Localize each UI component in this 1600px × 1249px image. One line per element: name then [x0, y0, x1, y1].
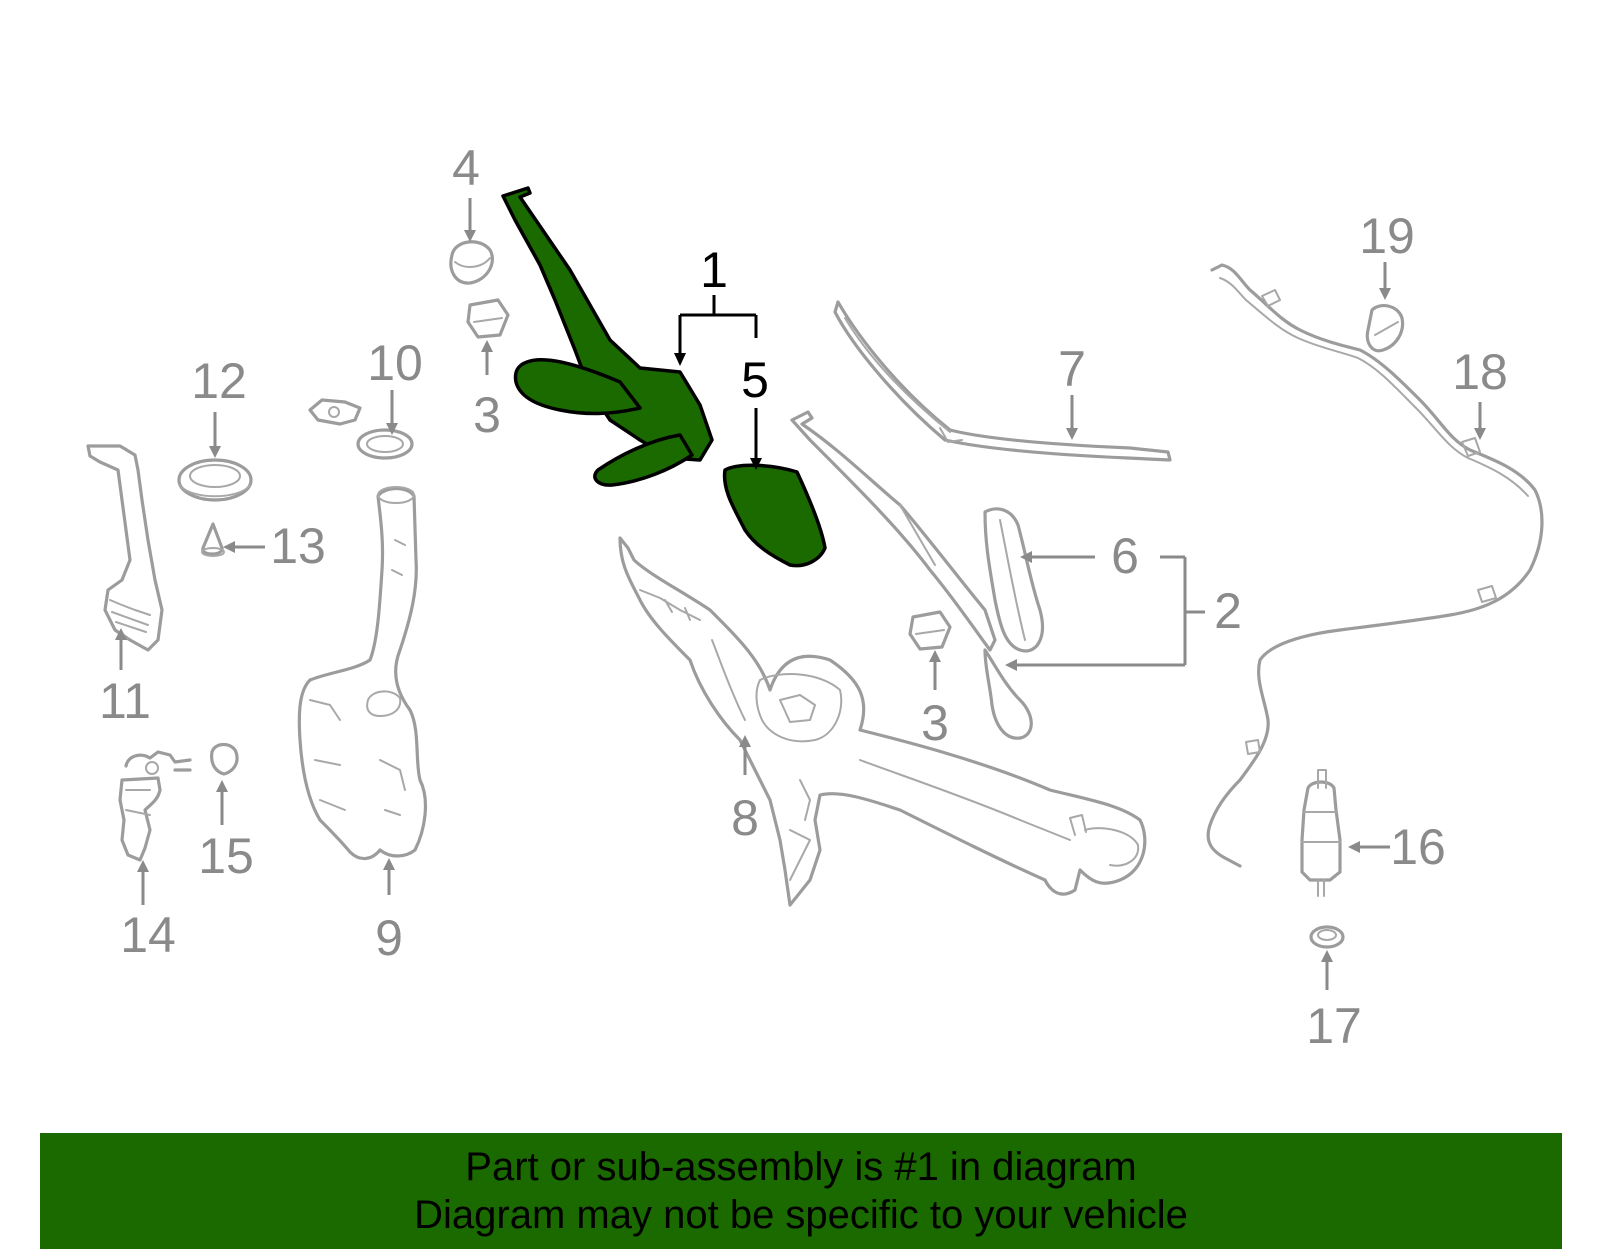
callout-15[interactable]: 15	[198, 828, 254, 884]
part-18-washer-hose[interactable]	[1206, 263, 1544, 868]
callout-3-lower[interactable]: 3	[921, 695, 949, 751]
callout-1[interactable]: 1	[700, 242, 728, 298]
part-3-nut-lower[interactable]	[908, 610, 952, 651]
part-10-seal[interactable]	[308, 398, 414, 460]
callout-11[interactable]: 11	[99, 673, 151, 729]
part-3-nut-top[interactable]	[466, 298, 510, 339]
part-12-grommet[interactable]	[177, 458, 253, 502]
callout-4[interactable]: 4	[452, 140, 480, 196]
callout-18[interactable]: 18	[1452, 344, 1508, 400]
banner-line-1: Part or sub-assembly is #1 in diagram	[465, 1145, 1137, 1189]
callout-12[interactable]: 12	[191, 353, 247, 409]
info-banner: Part or sub-assembly is #1 in diagram Di…	[40, 1133, 1562, 1249]
part-7-wiper-blade[interactable]	[833, 300, 1172, 462]
part-5-arm-cover-highlighted[interactable]	[722, 463, 827, 568]
callout-2[interactable]: 2	[1214, 583, 1242, 639]
callout-5[interactable]: 5	[741, 352, 769, 408]
callout-labels: 1 2 3 3 4 5 6 7 8 9 10 11 12 13 14 15 16…	[99, 140, 1508, 1054]
part-19-clip[interactable]	[1365, 303, 1405, 353]
part-15-clip[interactable]	[210, 742, 239, 776]
part-4-cap[interactable]	[449, 240, 494, 285]
callout-17[interactable]: 17	[1306, 998, 1362, 1054]
part-2-wiper-arm[interactable]	[790, 410, 1033, 740]
callout-7[interactable]: 7	[1058, 341, 1086, 397]
part-17-grommet[interactable]	[1309, 925, 1345, 949]
part-14-level-sensor[interactable]	[118, 750, 192, 862]
part-8-wiper-motor-linkage[interactable]	[618, 536, 1147, 907]
callout-9[interactable]: 9	[375, 910, 403, 966]
callout-16[interactable]: 16	[1390, 819, 1446, 875]
callout-6[interactable]: 6	[1111, 528, 1139, 584]
part-16-washer-pump[interactable]	[1300, 769, 1342, 897]
part-9-washer-reservoir[interactable]	[297, 486, 427, 861]
part-6-arm-cover[interactable]	[983, 507, 1045, 653]
callout-8[interactable]: 8	[731, 790, 759, 846]
part-13-plug[interactable]	[201, 522, 225, 557]
callout-19[interactable]: 19	[1359, 208, 1415, 264]
banner-line-2: Diagram may not be specific to your vehi…	[414, 1193, 1188, 1237]
leader-lines	[115, 198, 1486, 990]
part-1-wiper-arm-highlighted[interactable]	[501, 186, 714, 487]
callout-3-top[interactable]: 3	[473, 387, 501, 443]
callout-13[interactable]: 13	[270, 518, 326, 574]
callout-14[interactable]: 14	[120, 907, 176, 963]
part-11-bracket[interactable]	[86, 444, 164, 652]
callout-10[interactable]: 10	[367, 335, 423, 391]
